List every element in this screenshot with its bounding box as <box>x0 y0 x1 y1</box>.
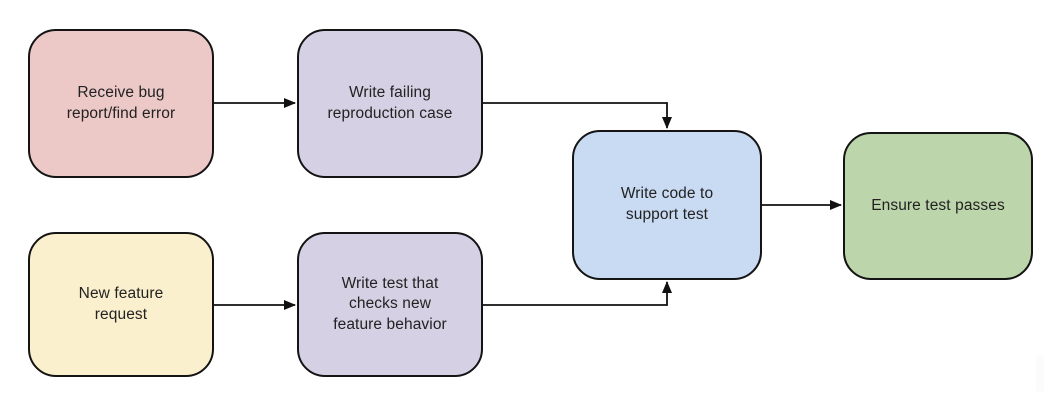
node-label: Write failing reproduction case <box>327 83 453 122</box>
node-ensure-test-passes: Ensure test passes <box>843 132 1033 280</box>
node-label: Write code to support test <box>620 185 714 223</box>
node-write-test-checks-new-feature: Write test that checks new feature behav… <box>297 232 483 377</box>
edge-test-to-code <box>483 281 672 306</box>
node-label: Receive bug report/find error <box>66 83 176 122</box>
scrollbar-artifact <box>1036 355 1044 392</box>
node-new-feature-request: New feature request <box>28 232 214 377</box>
edge-repro-to-code <box>483 102 672 129</box>
node-write-code-to-support-test: Write code to support test <box>572 130 762 280</box>
node-label: Write test that checks new feature behav… <box>333 274 447 333</box>
node-label: New feature request <box>78 284 164 323</box>
node-write-failing-reproduction-case: Write failing reproduction case <box>297 29 483 178</box>
node-label: Ensure test passes <box>871 196 1005 214</box>
node-receive-bug-report: Receive bug report/find error <box>28 29 214 178</box>
